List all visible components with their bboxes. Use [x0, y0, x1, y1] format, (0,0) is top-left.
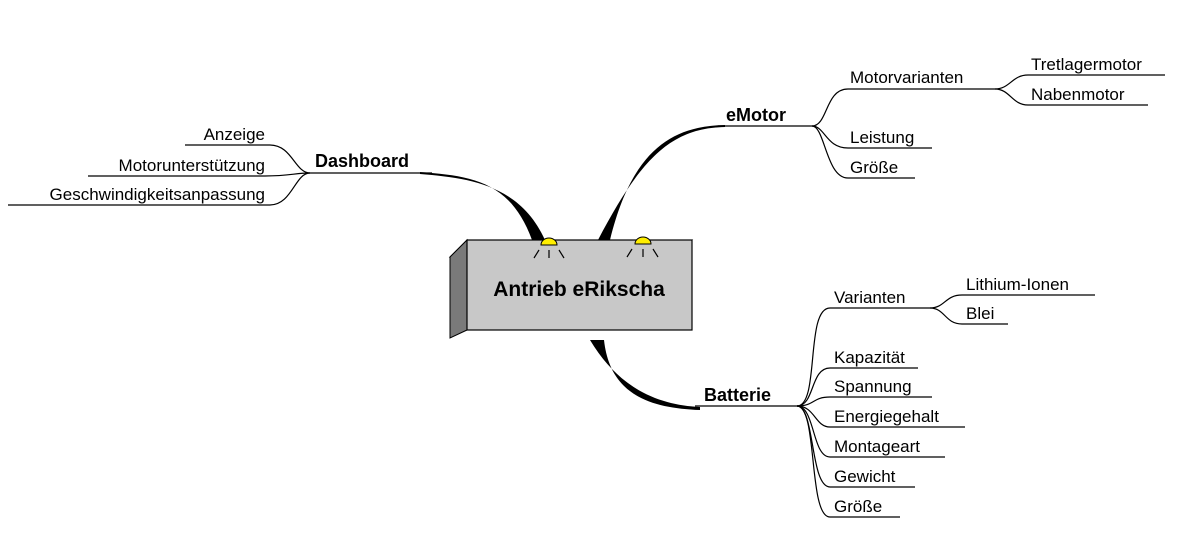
bulb-icon — [533, 237, 565, 259]
center-node-face — [466, 239, 693, 331]
branch-emotor: eMotor Motorvarianten Leistung Größe Tre… — [718, 55, 1165, 179]
varianten-blei[interactable]: Blei — [966, 304, 994, 323]
motorvarianten-nabenmotor[interactable]: Nabenmotor — [1031, 85, 1125, 104]
motorvarianten-tretlagermotor[interactable]: Tretlagermotor — [1031, 55, 1142, 74]
emotor-motorvarianten[interactable]: Motorvarianten — [850, 68, 963, 87]
connector-batterie — [590, 340, 700, 410]
batterie-child-spannung[interactable]: Spannung — [834, 377, 912, 396]
dashboard-child-motorunterstuetzung[interactable]: Motorunterstützung — [119, 156, 265, 175]
batterie-child-gewicht[interactable]: Gewicht — [834, 467, 896, 486]
branch-batterie: Batterie Varianten Kapazität Spannung En… — [695, 275, 1095, 518]
batterie-child-kapazitaet[interactable]: Kapazität — [834, 348, 905, 367]
emotor-child-leistung[interactable]: Leistung — [850, 128, 914, 147]
dashboard-child-geschwindigkeitsanpassung[interactable]: Geschwindigkeitsanpassung — [50, 185, 265, 204]
branch-dashboard: Dashboard Anzeige Motorunterstützung Ges… — [8, 125, 432, 206]
center-node-side — [449, 238, 468, 339]
dashboard-child-anzeige[interactable]: Anzeige — [204, 125, 265, 144]
batterie-child-energiegehalt[interactable]: Energiegehalt — [834, 407, 939, 426]
emotor-child-groesse[interactable]: Größe — [850, 158, 898, 177]
center-node[interactable]: Antrieb eRikscha — [448, 238, 694, 339]
connector-emotor — [598, 125, 725, 240]
branch-batterie-label[interactable]: Batterie — [704, 385, 771, 405]
batterie-child-montageart[interactable]: Montageart — [834, 437, 920, 456]
connector-dashboard — [420, 172, 545, 240]
branch-dashboard-label[interactable]: Dashboard — [315, 151, 409, 171]
varianten-lithium-ionen[interactable]: Lithium-Ionen — [966, 275, 1069, 294]
batterie-varianten[interactable]: Varianten — [834, 288, 906, 307]
center-node-label: Antrieb eRikscha — [493, 278, 665, 301]
bulb-icon — [626, 236, 659, 258]
branch-emotor-label[interactable]: eMotor — [726, 105, 786, 125]
batterie-child-groesse[interactable]: Größe — [834, 497, 882, 516]
